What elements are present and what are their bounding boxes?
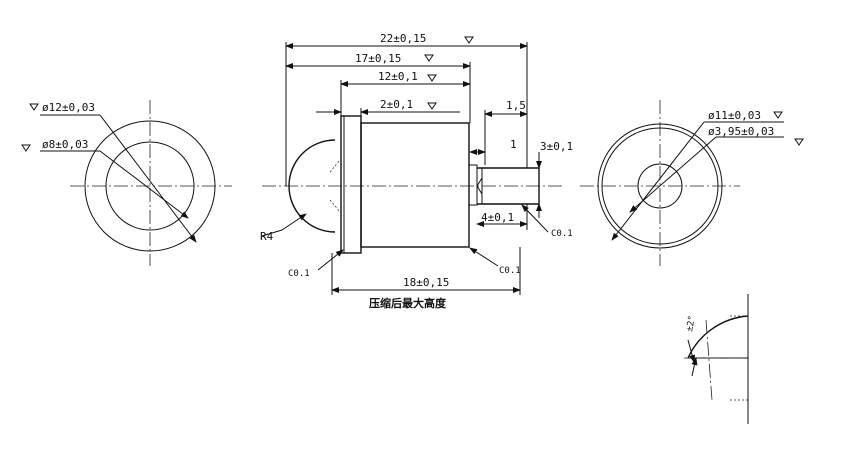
dim-flange-2: 2±0,1 bbox=[380, 98, 413, 111]
left-outer-circle bbox=[84, 120, 216, 252]
detail-dome-arc bbox=[687, 315, 749, 359]
side-view: 22±0,15 17±0,15 12±0,1 2±0,1 1,5 1 3±0,1… bbox=[260, 32, 573, 310]
dim-compressed: 18±0,15 bbox=[403, 276, 449, 289]
dim-pin-length: 4±0,1 bbox=[481, 211, 514, 224]
caption: 压缩后最大高度 bbox=[369, 296, 447, 310]
left-inner-dia-label: ø8±0,03 bbox=[42, 138, 88, 151]
finish-symbol-icon bbox=[794, 138, 804, 146]
right-outer-circle-2 bbox=[601, 127, 719, 245]
right-outer-circle bbox=[597, 123, 723, 249]
dim-pin-gap: 1,5 bbox=[506, 99, 526, 112]
dim-total-length: 22±0,15 bbox=[380, 32, 426, 45]
chamfer-label-body: C0.1 bbox=[499, 266, 521, 276]
finish-symbol-icon bbox=[29, 103, 39, 111]
pin bbox=[477, 167, 540, 205]
right-inner-circle bbox=[637, 163, 683, 209]
left-outer-dia-label: ø12±0,03 bbox=[42, 101, 95, 114]
right-inner-dia-label: ø3,95±0,03 bbox=[708, 125, 774, 138]
ball-dome bbox=[288, 139, 336, 233]
dim-body-17: 17±0,15 bbox=[355, 52, 401, 65]
body bbox=[360, 122, 470, 248]
dim-body-12: 12±0,1 bbox=[378, 70, 418, 83]
finish-symbol-icon bbox=[427, 74, 437, 82]
left-inner-circle bbox=[105, 141, 195, 231]
finish-symbol-icon bbox=[773, 111, 783, 119]
finish-symbol-icon bbox=[427, 102, 437, 110]
angle-detail-view: ±2° bbox=[684, 294, 749, 424]
left-end-view: ø12±0,03 ø8±0,03 bbox=[21, 100, 232, 266]
finish-symbol-icon bbox=[21, 144, 31, 152]
chamfer-label-pin: C0.1 bbox=[551, 229, 573, 239]
radius-label: R4 bbox=[260, 230, 274, 243]
dim-pin-dia: 3±0,1 bbox=[540, 140, 573, 153]
angle-label: ±2° bbox=[685, 315, 698, 333]
finish-symbol-icon bbox=[464, 36, 474, 44]
right-outer-dia-label: ø11±0,03 bbox=[708, 109, 761, 122]
finish-symbol-icon bbox=[424, 54, 434, 62]
dim-pin-step: 1 bbox=[510, 138, 517, 151]
right-end-view: ø11±0,03 ø3,95±0,03 bbox=[580, 100, 804, 266]
chamfer-label-left: C0.1 bbox=[288, 269, 310, 279]
